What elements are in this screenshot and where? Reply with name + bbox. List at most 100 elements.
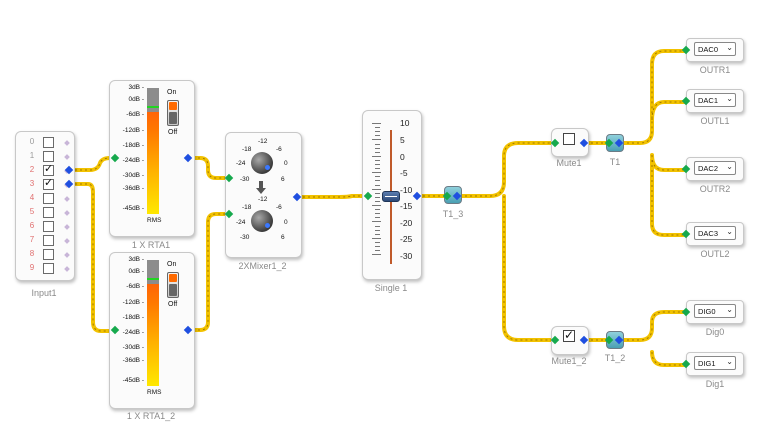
checkbox-checked-icon[interactable]: ✓ (43, 177, 54, 190)
knob-tick: 6 (281, 234, 285, 241)
rta-2-meter: 3dB - 0dB - -6dB - -12dB - -18dB - -24dB… (111, 256, 191, 402)
checkbox-icon[interactable] (43, 263, 54, 274)
rta-1-tick: -24dB - (122, 157, 144, 164)
rta-1-switch-icon[interactable] (167, 100, 179, 126)
checkbox-icon[interactable] (43, 249, 54, 260)
fader-tick (375, 168, 380, 170)
knob-tick: -18 (242, 146, 252, 153)
output-caption: OUTR1 (699, 65, 731, 75)
checkbox-icon[interactable] (43, 235, 54, 246)
fader-tick (375, 159, 380, 161)
output-block[interactable]: DIG0⌄ (686, 300, 744, 324)
output-block[interactable]: DIG1⌄ (686, 352, 744, 376)
chevron-down-icon[interactable]: ⌄ (726, 357, 733, 366)
fader-tick (375, 184, 380, 186)
output-select[interactable]: DAC2⌄ (694, 161, 736, 175)
fader-handle[interactable] (382, 191, 400, 202)
wire-input3-rta1_2 (68, 182, 118, 333)
chevron-down-icon[interactable]: ⌄ (726, 162, 733, 171)
fader-tick (375, 213, 380, 215)
fader-tick (375, 250, 380, 252)
tee-caption: T1_3 (442, 209, 464, 219)
output-select[interactable]: DAC3⌄ (694, 226, 736, 240)
tee-caption: T1_2 (604, 353, 626, 363)
rta-block-2-caption: 1 X RTA1_2 (126, 411, 176, 421)
knob-tick: -6 (276, 146, 282, 153)
rta-1-off-label: Off (168, 129, 178, 136)
rta-2-tick: -30dB - (122, 344, 144, 351)
checkbox-icon[interactable] (43, 193, 54, 204)
fader-tick (375, 164, 380, 165)
mixer-arrow-head (256, 188, 266, 194)
fader-scale-label: -20 (400, 218, 413, 228)
fader-tick (375, 143, 380, 145)
knob-tick: -24 (236, 160, 246, 167)
output-block[interactable]: DAC0 ⌄ (686, 38, 744, 62)
input-channel-label: 3 (29, 179, 35, 188)
chevron-down-icon[interactable]: ⌄ (726, 305, 733, 314)
output-select-value: DAC0 (698, 45, 719, 54)
chevron-down-icon[interactable]: ⌄ (726, 227, 733, 236)
output-select[interactable]: DAC1 ⌄ (694, 93, 736, 107)
input-channel-label: 7 (29, 235, 35, 244)
rta-2-off-label: Off (168, 301, 178, 308)
wire-mixer-fader (296, 194, 370, 199)
rta-1-level-bar (147, 88, 159, 214)
checkbox-icon[interactable] (43, 207, 54, 218)
fader-scale-label: -30 (400, 251, 413, 261)
chevron-down-icon[interactable]: ⌄ (726, 43, 733, 52)
chevron-down-icon[interactable]: ⌄ (726, 94, 733, 103)
output-select[interactable]: DAC0 ⌄ (694, 42, 736, 56)
checkbox-icon[interactable] (43, 137, 54, 148)
fader-tick (372, 172, 381, 174)
wire-tee2-outputs (620, 310, 690, 367)
checkbox-icon[interactable] (43, 151, 54, 162)
input-channel-label: 2 (29, 165, 35, 174)
fader-scale-label: -5 (400, 168, 408, 178)
output-select-value: DAC1 (698, 96, 719, 105)
rta-1-tick: 0dB - (128, 96, 144, 103)
fader-scale-label: 0 (400, 152, 405, 162)
checkbox-icon[interactable] (43, 221, 54, 232)
output-select[interactable]: DIG1⌄ (694, 356, 736, 370)
fader-scale-label: 5 (400, 135, 405, 145)
rta-1-tick: -6dB - (126, 111, 144, 118)
output-caption: Dig0 (705, 327, 725, 337)
input-channel-label: 5 (29, 207, 35, 216)
fader-tick (375, 147, 380, 149)
fader-tick (375, 131, 380, 133)
knob-tick: 6 (281, 176, 285, 183)
fader-tick (375, 233, 380, 235)
mixer-arrow-icon (259, 181, 263, 188)
wire-tee3-mutes (458, 141, 558, 342)
mute-2-checkbox-checked-icon[interactable]: ✓ (563, 328, 575, 342)
input-channel-label: 1 (29, 151, 35, 160)
output-select[interactable]: DIG0⌄ (694, 304, 736, 318)
checkbox-checked-icon[interactable]: ✓ (43, 163, 54, 176)
fader-tick (372, 205, 381, 206)
mixer-knob-2-icon[interactable] (251, 210, 273, 232)
rta-2-tick: -18dB - (122, 314, 144, 321)
mute-1-checkbox-icon[interactable] (563, 133, 575, 145)
rta-1-rms-label: RMS (147, 217, 162, 224)
mixer-block[interactable] (225, 132, 302, 258)
output-block[interactable]: DAC1 ⌄ (686, 89, 744, 113)
fader-caption: Single 1 (374, 283, 408, 293)
fader-scale-label: -15 (400, 201, 413, 211)
knob-tick: -12 (258, 196, 268, 203)
rta-2-switch-icon[interactable] (167, 272, 179, 298)
rta-1-tick: -36dB - (122, 185, 144, 192)
wire-tee1-outputs (620, 49, 690, 237)
rta-1-meter: 3dB - 0dB - -6dB - -12dB - -18dB - -24dB… (111, 84, 191, 230)
fader-tick (375, 192, 380, 194)
output-block[interactable]: DAC3⌄ (686, 222, 744, 246)
rta-2-tick: -12dB - (122, 299, 144, 306)
output-block[interactable]: DAC2⌄ (686, 157, 744, 181)
input-channel-label: 6 (29, 221, 35, 230)
mixer-knob-1-icon[interactable] (251, 152, 273, 174)
fader-tick (375, 200, 380, 202)
fader-tick (375, 209, 380, 211)
fader-scale-label: -25 (400, 234, 413, 244)
